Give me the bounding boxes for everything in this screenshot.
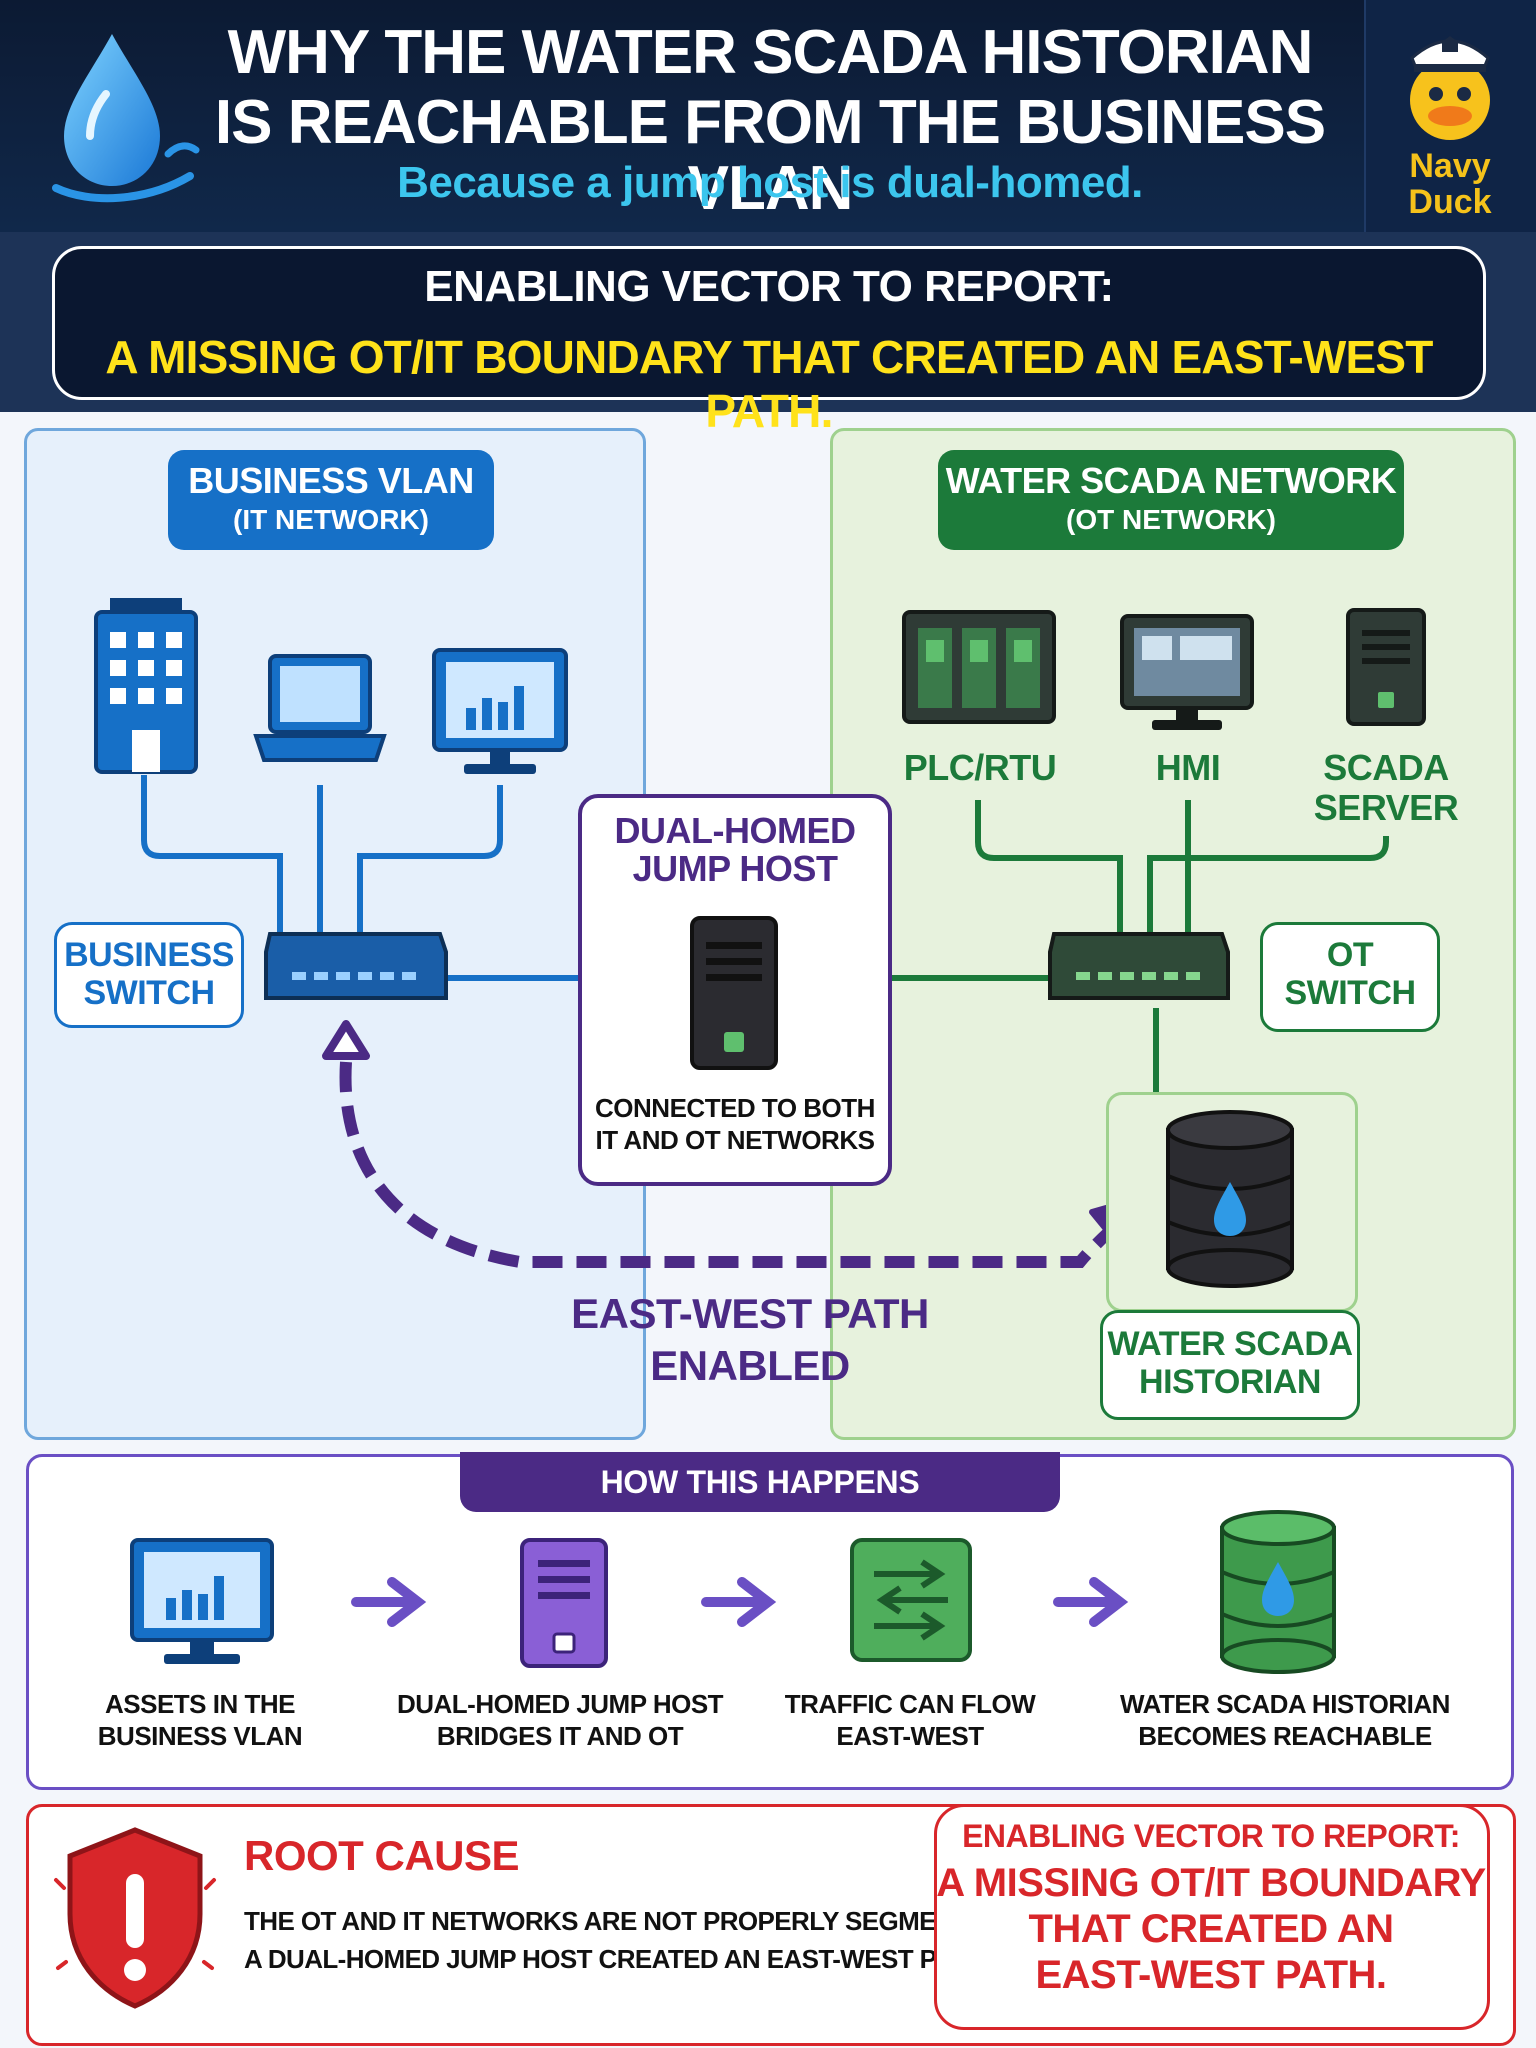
header-bar xyxy=(0,0,1536,232)
plc-rtu-icon xyxy=(902,610,1056,724)
ot-cabling xyxy=(870,800,1389,1092)
flow-arrow-3 xyxy=(1053,1577,1129,1627)
east-west-path-arrow xyxy=(339,1061,1120,1268)
duck-mascot-icon xyxy=(1410,36,1490,140)
hmi-icon xyxy=(1120,614,1254,730)
page-title-line-2: IS REACHABLE FROM THE BUSINESS VLAN xyxy=(214,88,1326,223)
step-3-traffic-icon xyxy=(850,1538,972,1662)
step-2-server-icon xyxy=(520,1538,608,1668)
office-building-icon xyxy=(94,598,198,774)
ot-switch-icon xyxy=(1048,932,1230,1000)
ot-switch-label: OT SWITCH xyxy=(1260,922,1440,1032)
warning-shield-icon xyxy=(54,1827,216,2009)
enabling-vector-banner xyxy=(52,246,1486,400)
east-west-arrowhead-up xyxy=(322,1020,370,1060)
water-scada-network-title: WATER SCADA NETWORK (OT NETWORK) xyxy=(938,450,1404,550)
root-cause-title: ROOT CAUSE xyxy=(244,1832,520,1879)
monitor-chart-icon xyxy=(432,648,568,774)
network-topology-diagram xyxy=(94,598,1426,1268)
report-callout-box xyxy=(934,1804,1490,2030)
business-switch-icon xyxy=(264,932,448,1000)
water-drop-icon xyxy=(52,34,200,203)
page-subtitle: Because a jump host is dual-homed. xyxy=(397,158,1143,207)
report-callout-statement: A MISSING OT/IT BOUNDARY THAT CREATED AN… xyxy=(936,1861,1486,1997)
page-title-line-1: WHY THE WATER SCADA HISTORIAN xyxy=(227,18,1314,87)
report-callout-heading: ENABLING VECTOR TO REPORT: xyxy=(962,1818,1460,1854)
flow-arrow-2 xyxy=(701,1577,777,1627)
jump-host-server-icon xyxy=(690,916,778,1070)
plc-rtu-label: PLC/RTU xyxy=(903,747,1057,788)
brand-name: Navy Duck xyxy=(1408,147,1492,221)
root-cause-text-line-1: THE OT AND IT NETWORKS ARE NOT PROPERLY … xyxy=(244,1906,1012,1936)
step-4-database-icon xyxy=(1220,1510,1336,1674)
laptop-icon xyxy=(253,654,387,762)
jump-host-caption: CONNECTED TO BOTH IT AND OT NETWORKS xyxy=(595,1093,875,1155)
banner-heading: ENABLING VECTOR TO REPORT: xyxy=(424,262,1114,311)
hmi-label: HMI xyxy=(1155,747,1221,788)
flow-arrow-1 xyxy=(351,1577,427,1627)
root-cause-text-line-2: A DUAL-HOMED JUMP HOST CREATED AN EAST-W… xyxy=(244,1944,991,1974)
banner-statement: A MISSING OT/IT BOUNDARY THAT CREATED AN… xyxy=(105,331,1433,437)
how-this-happens-title: HOW THIS HAPPENS xyxy=(460,1452,1060,1512)
east-west-path-label: EAST-WEST PATH ENABLED xyxy=(571,1290,929,1389)
scada-server-icon xyxy=(1346,608,1426,726)
it-cabling xyxy=(141,775,596,981)
business-switch-label: BUSINESS SWITCH xyxy=(54,922,244,1028)
scada-server-label-line-2: SERVER xyxy=(1313,787,1459,828)
historian-label: WATER SCADA HISTORIAN xyxy=(1100,1310,1360,1420)
jump-host-title: DUAL-HOMED JUMP HOST xyxy=(614,810,856,889)
business-vlan-title: BUSINESS VLAN (IT NETWORK) xyxy=(168,450,494,550)
step-1-monitor-icon xyxy=(130,1538,274,1664)
process-flow-icons xyxy=(130,1510,1336,1674)
scada-server-label-line-1: SCADA xyxy=(1323,747,1449,788)
historian-database-icon xyxy=(1166,1110,1294,1288)
